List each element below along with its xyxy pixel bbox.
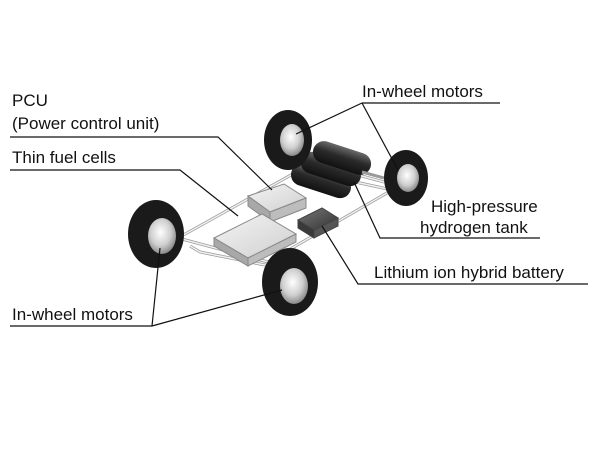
in-wheel-motors-bottom-label: In-wheel motors [12,305,133,324]
battery-box [296,207,340,239]
fuel-cell-stack [212,213,298,267]
in-wheel-motors-top-label: In-wheel motors [362,82,483,101]
wheel-front-right [262,248,318,316]
battery-label: Lithium ion hybrid battery [374,263,564,282]
wheel-front-left [128,200,184,268]
wheel-rear-left [264,110,312,170]
hydrogen-tank-label-line1: High-pressure [431,197,538,216]
pcu-full-label: (Power control unit) [12,114,159,133]
hydrogen-tank [290,141,385,199]
wheel-rear-right [384,150,428,206]
pcu-label: PCU [12,91,48,110]
hydrogen-tank-label-line2: hydrogen tank [420,218,528,237]
fuel-cells-label: Thin fuel cells [12,148,116,167]
leader-lines [10,102,588,327]
